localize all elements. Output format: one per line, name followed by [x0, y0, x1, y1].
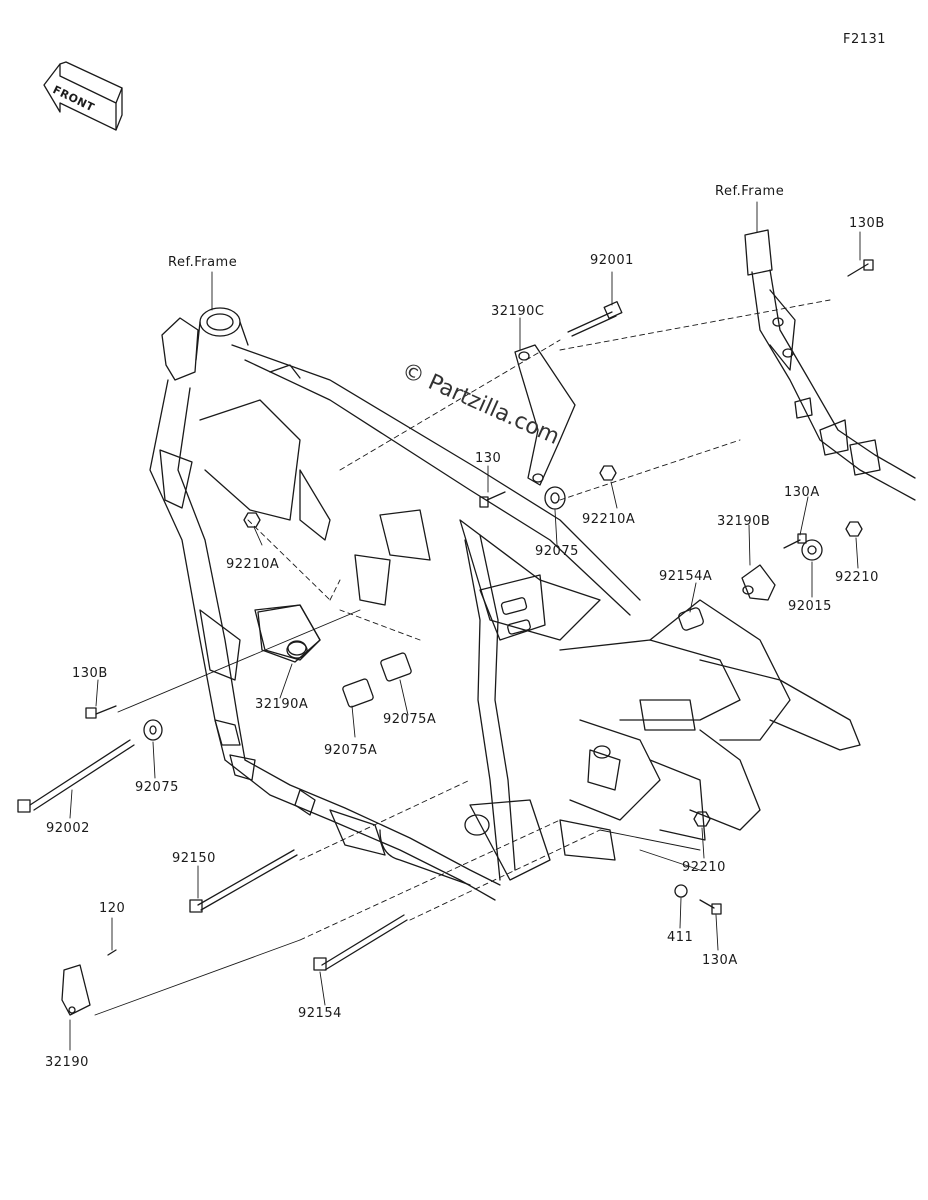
part-label: 32190A — [255, 697, 309, 712]
leader-lines — [69, 201, 861, 1051]
part-label: 92075 — [535, 544, 579, 559]
part-label: 92210 — [682, 860, 726, 875]
parts-drawing — [17, 259, 874, 1016]
part-label: 92075A — [383, 712, 437, 727]
part-label: 92015 — [788, 599, 832, 614]
part-label: 92154 — [298, 1006, 342, 1021]
part-label: 92210A — [582, 512, 636, 527]
part-label: 32190C — [491, 304, 545, 319]
front-arrow-icon — [43, 61, 123, 131]
part-label: 92150 — [172, 851, 216, 866]
main-frame-drawing — [149, 307, 861, 901]
part-label: 120 — [99, 901, 126, 916]
part-label: 92075 — [135, 780, 179, 795]
part-label: 92002 — [46, 821, 90, 836]
ref-frame-label: Ref.Frame — [168, 255, 238, 270]
ref-frame-label: Ref.Frame — [715, 184, 785, 199]
part-label: 130B — [72, 666, 108, 681]
part-label: 411 — [667, 930, 694, 945]
part-label: 32190 — [45, 1055, 89, 1070]
part-label: 130 — [475, 451, 502, 466]
part-label: 92001 — [590, 253, 634, 268]
part-label: 130B — [849, 216, 885, 231]
figure-code: F2131 — [843, 32, 887, 47]
part-label: 92075A — [324, 743, 378, 758]
part-label: 32190B — [717, 514, 771, 529]
part-label: 92210A — [226, 557, 280, 572]
part-label: 92210 — [835, 570, 879, 585]
part-label: 130A — [702, 953, 738, 968]
part-label: 130A — [784, 485, 820, 500]
part-label: 92154A — [659, 569, 713, 584]
rear-frame-reference — [744, 229, 916, 501]
